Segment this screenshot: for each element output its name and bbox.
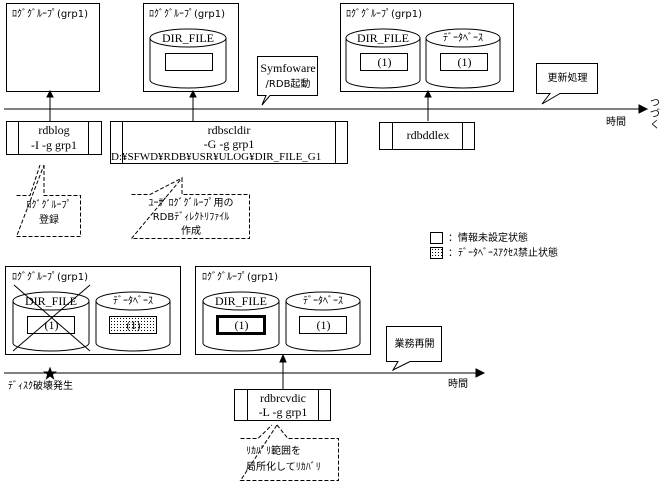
cmd-rdblog-box <box>6 121 102 155</box>
bottom-cylinder-database-prohibited <box>95 291 171 352</box>
legend-swatch-dotted <box>430 247 443 259</box>
cmd-rdbddlex-line1: rdbddlex <box>406 128 450 142</box>
top-group-box-1 <box>6 3 100 92</box>
cmd-rdbrcvdic-box <box>234 389 331 421</box>
cmd-rdbscldir-line1: rdbscldir <box>207 123 251 137</box>
note-box-2 <box>130 176 250 239</box>
bottom-cyl-label-1: DIR_FILE <box>25 294 77 308</box>
note-3-line1: ﾘｶﾊﾞﾘ範囲を <box>246 446 301 457</box>
callout-update-text: 更新処理 <box>547 73 588 84</box>
bottom-cylinder-database <box>285 291 361 352</box>
top-group-box-2 <box>143 3 239 92</box>
note-2-line1: ﾕｰｻﾞﾛｸﾞｸﾞﾙｰﾌﾟ用の <box>148 198 234 209</box>
bottom-cyl-label-2: ﾃﾞｰﾀﾍﾞｰｽ <box>113 296 153 307</box>
bottom-cyl-inner-2: (1) <box>126 318 141 332</box>
top-cyl-inner-2: (1) <box>457 55 472 69</box>
cmd-rdbscldir-line3: D:¥SFWD¥RDB¥USR¥ULOG¥DIR_FILE_G1 <box>111 151 322 163</box>
top-cyl-inner-1: (1) <box>377 55 392 69</box>
callout-resume-text: 業務再開 <box>394 339 435 350</box>
callout-symfoware <box>257 56 318 106</box>
bottom-group-title-2: ﾛｸﾞｸﾞﾙｰﾌﾟ(grp1) <box>202 272 278 283</box>
bottom-timeline-label: 時間 <box>448 379 468 390</box>
continue-char-2: づ <box>650 109 660 120</box>
callout-symfoware-line2: /RDB起動 <box>265 79 311 90</box>
top-cyl-label-dirfile-2: DIR_FILE <box>357 31 409 45</box>
bottom-cylinder-dirfile-recovered <box>202 291 280 352</box>
cmd-rdbscldir-box <box>110 121 348 164</box>
note-2-line3: 作成 <box>181 226 201 237</box>
bottom-cyl-inner-1: (1) <box>44 318 59 332</box>
top-cylinder-dirfile <box>149 28 227 89</box>
legend-label-dotted: ：ﾃﾞｰﾀﾍﾞｰｽｱｸｾｽ禁止状態 <box>448 248 558 259</box>
top-group-title-1: ﾛｸﾞｸﾞﾙｰﾌﾟ(grp1) <box>12 9 88 20</box>
note-box-1 <box>15 164 81 237</box>
bottom-cylinder-dirfile-destroyed <box>12 284 91 352</box>
bottom-group-box-1 <box>5 266 181 355</box>
bottom-cyl-label-3: DIR_FILE <box>215 294 267 308</box>
top-group-title-2: ﾛｸﾞｸﾞﾙｰﾌﾟ(grp1) <box>149 9 225 20</box>
bottom-cyl-inner-4: (1) <box>316 318 331 332</box>
top-group-title-3: ﾛｸﾞｸﾞﾙｰﾌﾟ(grp1) <box>346 9 422 20</box>
legend-label-empty: ：情報未設定状態 <box>448 233 528 244</box>
cmd-rdbddlex-box <box>379 122 475 150</box>
callout-update <box>536 63 598 105</box>
star-icon <box>43 366 57 380</box>
callout-symfoware-line1: Symfoware <box>260 61 316 75</box>
legend-swatch-empty <box>430 232 443 244</box>
note-3-line2: 局所化してﾘｶﾊﾞﾘ <box>246 462 321 473</box>
continue-char-3: く <box>650 120 660 131</box>
cmd-rdbrcvdic-line2: -L -g grp1 <box>258 405 308 419</box>
bottom-group-title-1: ﾛｸﾞｸﾞﾙｰﾌﾟ(grp1) <box>12 272 88 283</box>
note-box-3 <box>239 424 339 481</box>
top-cyl-label-database: ﾃﾞｰﾀﾍﾞｰｽ <box>443 33 483 44</box>
top-timeline-arrowhead <box>638 104 649 114</box>
callout-resume <box>386 326 442 372</box>
top-group-box-3 <box>340 3 514 92</box>
cmd-rdblog-line2: -I -g grp1 <box>31 138 77 152</box>
bottom-cyl-inner-3: (1) <box>234 318 249 332</box>
disk-failure-label: ﾃﾞｨｽｸ破壊発生 <box>8 381 73 392</box>
note-1-line1: ﾛｸﾞｸﾞﾙｰﾌﾟ <box>26 200 72 211</box>
cmd-rdbrcvdic-line1: rdbrcvdic <box>260 391 306 405</box>
cmd-rdblog-line1: rdblog <box>38 123 70 137</box>
cmd-rdbscldir-line2: -G -g grp1 <box>203 137 255 151</box>
top-timeline-label: 時間 <box>606 117 626 128</box>
note-2-line2: RDBﾃﾞｨﾚｸﾄﾘﾌｧｲﾙ <box>152 212 230 223</box>
note-1-line2: 登録 <box>39 215 59 226</box>
bottom-cyl-label-4: ﾃﾞｰﾀﾍﾞｰｽ <box>303 296 343 307</box>
top-cylinder-dirfile-2 <box>345 28 421 89</box>
top-cyl-label-dirfile: DIR_FILE <box>162 31 214 45</box>
continue-char-1: つ <box>650 98 660 109</box>
top-cylinder-database <box>425 28 501 89</box>
